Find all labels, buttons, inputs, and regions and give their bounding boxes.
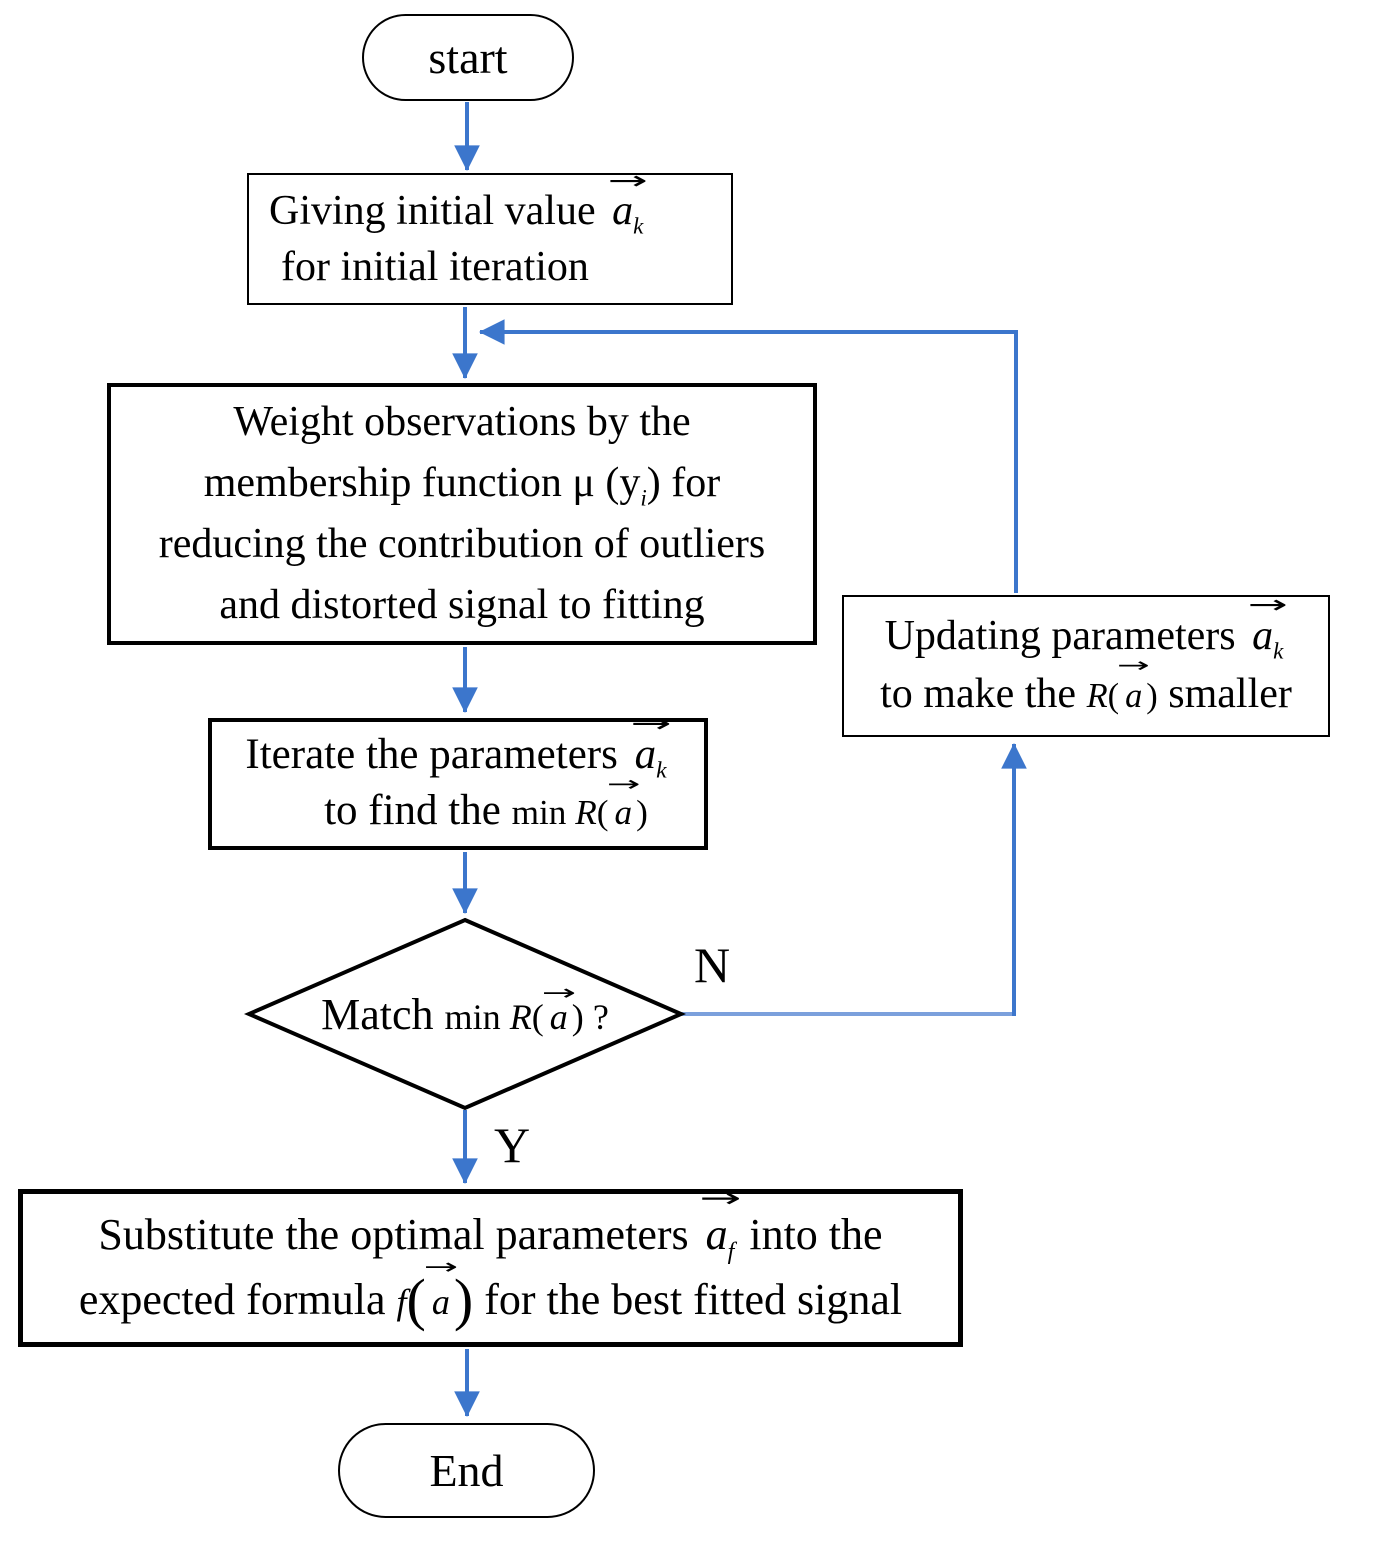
iterate-box: Iterate the parameters →ak to find the m… bbox=[208, 711, 708, 850]
weight-box-line-3: reducing the contribution of outliers bbox=[158, 521, 766, 567]
substitute-box-line-1: Substitute the optimal parameters →af in… bbox=[98, 1183, 883, 1265]
weight-box-line-4: and distorted signal to fitting bbox=[219, 582, 705, 628]
substitute-box: Substitute the optimal parameters →af in… bbox=[18, 1183, 963, 1347]
init-box: Giving initial value →ak for initial ite… bbox=[247, 168, 733, 305]
vector-overarrow-icon: → bbox=[606, 770, 641, 796]
vector-overarrow-icon: → bbox=[1117, 653, 1151, 678]
vector-overarrow-icon: → bbox=[698, 1183, 741, 1215]
end-label: End bbox=[429, 1445, 504, 1496]
start-terminal: start bbox=[362, 14, 574, 101]
update-box: Updating parameters →ak to make the R(→a… bbox=[842, 592, 1330, 737]
substitute-box-line-2: expected formula f(→a) for the best fitt… bbox=[78, 1254, 903, 1332]
update-box-line-2: to make the R(→a) smaller bbox=[880, 653, 1292, 717]
iterate-box-line-2: to find the min R(→a) bbox=[324, 770, 648, 834]
iterate-box-line-1: Iterate the parameters →ak bbox=[212, 711, 704, 783]
decision-diamond bbox=[243, 917, 687, 1111]
vector-overarrow-icon: → bbox=[630, 709, 672, 740]
init-box-line-1: Giving initial value →ak bbox=[269, 168, 731, 239]
vector-overarrow-icon: → bbox=[1247, 590, 1288, 620]
vector-overarrow-icon: → bbox=[607, 166, 648, 196]
end-terminal: End bbox=[338, 1423, 595, 1518]
label-yes: Y bbox=[494, 1117, 531, 1173]
vector-overarrow-icon: → bbox=[423, 1254, 459, 1280]
weight-box: Weight observations by the membership fu… bbox=[107, 383, 817, 645]
start-label: start bbox=[428, 32, 508, 83]
label-no: N bbox=[694, 937, 731, 993]
decision-label: Match min R(→a) ? bbox=[321, 980, 609, 1039]
weight-box-line-2: membership function μ (yi) for bbox=[203, 460, 721, 511]
arrow-feedback-update-to-junction bbox=[478, 319, 1018, 593]
weight-box-line-1: Weight observations by the bbox=[233, 399, 691, 445]
update-box-line-1: Updating parameters →ak bbox=[844, 592, 1328, 665]
init-box-line-2: for initial iteration bbox=[281, 244, 589, 290]
vector-overarrow-icon: → bbox=[541, 980, 576, 1006]
